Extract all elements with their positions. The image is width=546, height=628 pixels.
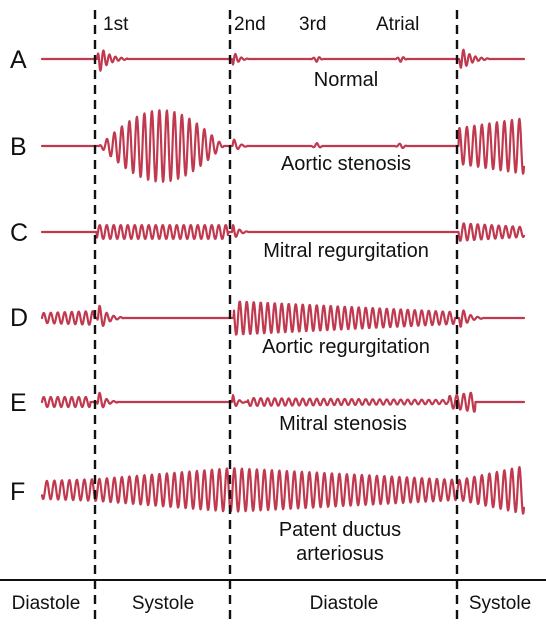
phase-diastole-1: Diastole [12,593,81,614]
waveform-aortic-regurgitation [40,300,526,336]
third-sound-label: 3rd [299,14,326,35]
caption-mitral-regurgitation: Mitral regurgitation [263,240,429,262]
phase-systole-1: Systole [132,593,194,614]
row-letter-c: C [10,219,28,247]
phase-diastole-2: Diastole [310,593,379,614]
caption-aortic-regurgitation: Aortic regurgitation [262,336,430,358]
row-letter-e: E [10,389,27,417]
row-letter-f: F [10,478,25,506]
waveform-normal [40,48,526,72]
row-letter-b: B [10,133,27,161]
caption-patent-ductus-line2: arteriosus [296,543,384,565]
caption-normal: Normal [314,69,378,91]
caption-patent-ductus-line1: Patent ductus [279,519,401,541]
row-letter-d: D [10,304,28,332]
phase-systole-2: Systole [469,593,531,614]
caption-mitral-stenosis: Mitral stenosis [279,413,407,435]
second-sound-label: 2nd [234,14,266,35]
first-sound-label: 1st [103,14,129,35]
waveform-aortic-stenosis [40,109,526,183]
atrial-sound-label: Atrial [376,14,419,35]
waveform-mitral-regurgitation [40,222,526,242]
row-letter-a: A [10,46,27,74]
waveform-mitral-stenosis [40,391,526,413]
waveforms [40,48,526,515]
waveform-patent-ductus-arteriosus [40,466,526,515]
caption-aortic-stenosis: Aortic stenosis [281,153,411,175]
